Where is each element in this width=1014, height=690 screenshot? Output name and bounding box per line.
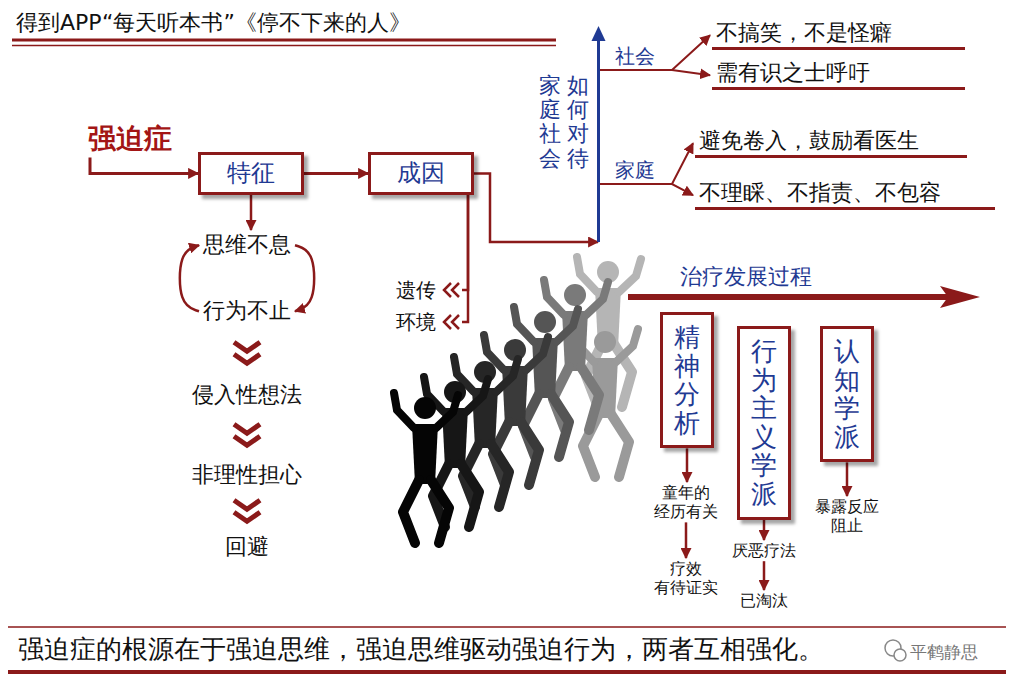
connector-arrow (250, 195, 253, 230)
node-text: 厌恶疗法 (732, 541, 796, 560)
node-text: 家庭 (615, 158, 655, 182)
topic-heading: 强迫症 (84, 120, 176, 158)
caption-rule (8, 670, 1006, 674)
timeline-arrowhead (940, 286, 980, 308)
connector-arrow (846, 462, 849, 496)
trait-text: 回避 (221, 532, 273, 562)
connector-arrow (234, 424, 260, 445)
node-text: 环境 (396, 310, 436, 334)
connector-arrow (295, 245, 314, 311)
node-text: 不理睬、不指责、不包容 (699, 180, 993, 206)
node-text: 行为主义学派 (751, 337, 777, 509)
cause-text: 遗传 (392, 276, 440, 304)
node-text: 家庭社会 (539, 74, 561, 242)
watermark: 平鹤静思 (910, 641, 978, 664)
node-text: 社会 (615, 44, 655, 68)
connector-arrow (658, 35, 710, 70)
branch-column: 家庭社会如何对待 (533, 38, 600, 242)
note-line: 不搞笑，不是怪癖 (712, 20, 965, 50)
title-underline (12, 39, 556, 42)
school-box: 行为主义学派 (737, 326, 791, 520)
branch-tag: 社会 (612, 44, 658, 71)
node-text: 不搞笑，不是怪癖 (716, 20, 963, 46)
node-text: 疗效 有待证实 (654, 559, 718, 597)
trait-text: 侵入性想法 (188, 380, 306, 410)
connector-arrow (234, 342, 260, 363)
node-text: 如何对待 (567, 74, 589, 242)
connector-arrow (304, 172, 368, 175)
node-text: 侵入性想法 (192, 382, 302, 408)
connector-arrow (444, 195, 468, 329)
node-text: 特征 (227, 159, 275, 188)
cause-text: 环境 (392, 308, 440, 336)
trait-text: 行为不止 (199, 296, 295, 326)
timeline-arrow (628, 294, 950, 300)
node-text: 成因 (397, 159, 445, 188)
timeline-title: 治疗发展过程 (676, 262, 816, 292)
trait-text: 思维不息 (199, 230, 295, 260)
process-box: 成因 (368, 152, 474, 195)
node-text: 思维不息 (203, 232, 291, 258)
node-text: 非理性担心 (192, 462, 302, 488)
connector-arrow (763, 561, 766, 590)
node-text: 童年的 经历有关 (654, 483, 718, 521)
node-text: 回避 (225, 534, 269, 560)
wechat-icon (894, 649, 906, 661)
connector-arrow (600, 69, 612, 71)
branch-tag: 家庭 (612, 158, 658, 185)
connector-arrow (686, 448, 689, 482)
node-text: 行为不止 (203, 298, 291, 324)
node-text: 已淘汰 (740, 591, 788, 610)
caption-rule (8, 626, 1006, 628)
node-text: 认知学派 (834, 337, 860, 451)
jumping-figure (394, 393, 458, 543)
node-text: 遗传 (396, 278, 436, 302)
note-line: 需有识之士呼吁 (712, 60, 965, 90)
school-box: 精神分析 (660, 312, 714, 448)
process-box: 特征 (198, 152, 304, 195)
node-text: 治疗发展过程 (680, 264, 812, 290)
connector-arrow (90, 158, 198, 174)
node-text: 强迫症 (88, 122, 172, 156)
note-line: 避免卷入，鼓励看医生 (695, 128, 967, 158)
node-text: 精神分析 (674, 323, 700, 437)
note-text: 童年的 经历有关 (652, 482, 720, 522)
note-text: 暴露反应 阻止 (813, 496, 881, 536)
note-text: 疗效 有待证实 (652, 558, 720, 598)
node-text: 需有识之士呼吁 (716, 60, 963, 86)
trait-text: 非理性担心 (188, 460, 306, 490)
connector-arrow (600, 183, 612, 185)
connector-arrow (685, 522, 688, 558)
connector-arrow (474, 173, 598, 242)
node-text: 避免卷入，鼓励看医生 (699, 128, 965, 154)
node-text: 暴露反应 阻止 (815, 497, 879, 535)
note-line: 不理睬、不指责、不包容 (695, 180, 995, 210)
connector-arrow (658, 184, 693, 195)
connector-arrow (444, 195, 468, 297)
note-text: 厌恶疗法 (730, 540, 798, 561)
page-title: 得到APP“每天听本书”《停不下来的人》 (16, 8, 411, 38)
title-underline (12, 45, 556, 47)
connector-arrow (658, 70, 710, 75)
connector-arrow (180, 245, 199, 311)
connector-arrow (234, 500, 260, 521)
summary-caption: 强迫症的根源在于强迫思维，强迫思维驱动强迫行为，两者互相强化。 (18, 632, 824, 667)
connector-arrow (763, 520, 766, 540)
note-text: 已淘汰 (738, 590, 790, 611)
school-box: 认知学派 (820, 326, 874, 462)
connector-arrow (658, 143, 693, 184)
